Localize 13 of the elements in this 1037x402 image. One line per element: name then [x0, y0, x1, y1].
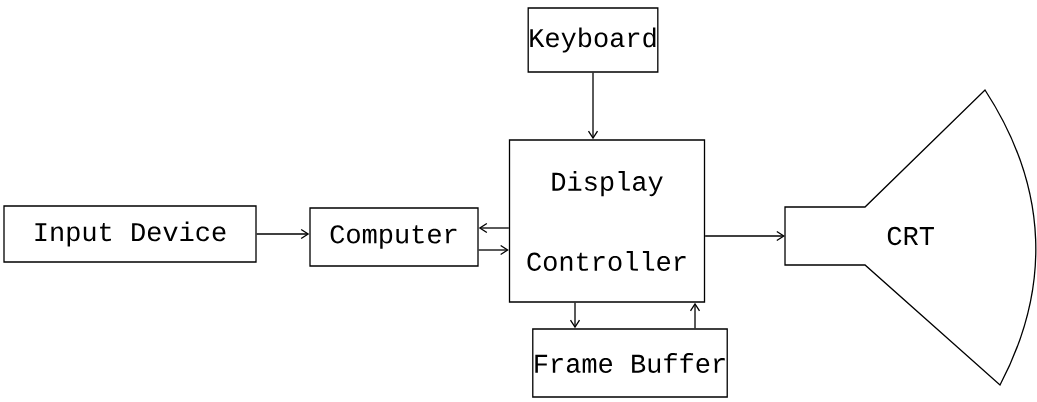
arrow [587, 72, 599, 140]
arrow [704, 230, 785, 242]
box: Keyboard [527, 7, 659, 73]
box: Display Controller [508, 139, 706, 303]
arrow [478, 222, 510, 234]
arrow [478, 244, 509, 256]
arrow [256, 228, 310, 240]
arrow [689, 302, 701, 329]
box: Frame Buffer [532, 328, 728, 398]
box: Computer [309, 207, 479, 267]
box: Input Device [3, 205, 257, 263]
crt-tube: CRT [784, 89, 1037, 386]
arrow [569, 302, 581, 329]
